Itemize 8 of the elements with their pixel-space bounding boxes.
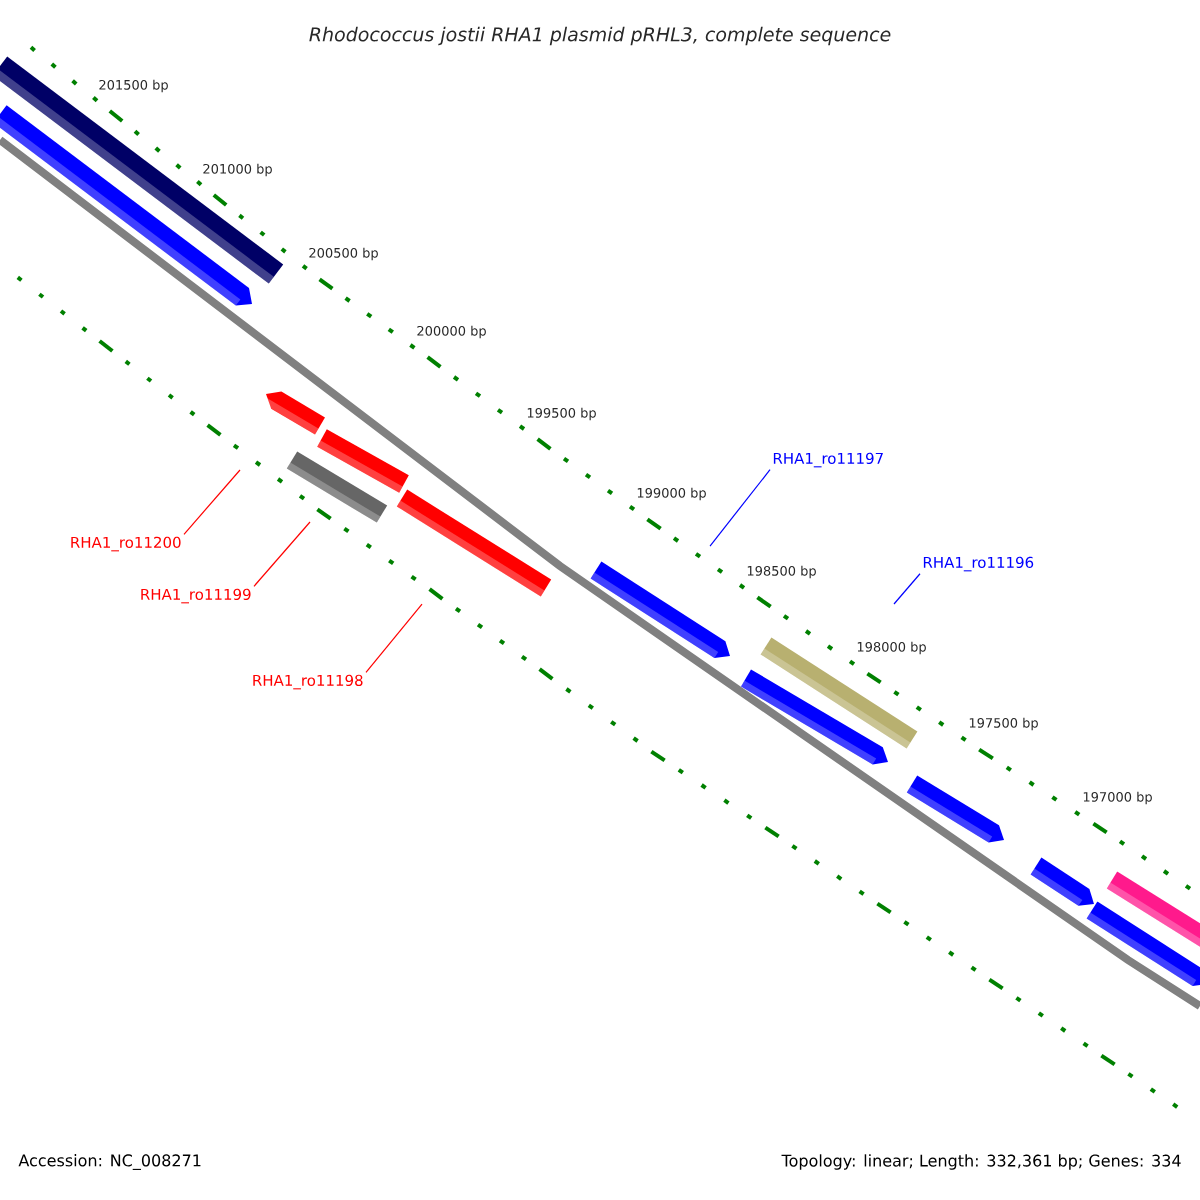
leader-line — [709, 469, 771, 547]
leader-line — [893, 573, 921, 605]
leader-line — [183, 469, 241, 535]
summary-text: Topology: linear; Length: 332,361 bp; Genes: 334 — [781, 1154, 1181, 1170]
title: Rhodococcus jostii RHA1 plasmid pRHL3, complete sequence — [309, 26, 891, 46]
leader-line — [365, 603, 423, 673]
accession-text: Accession: NC_008271 — [18, 1154, 201, 1170]
leader-line — [253, 521, 311, 587]
